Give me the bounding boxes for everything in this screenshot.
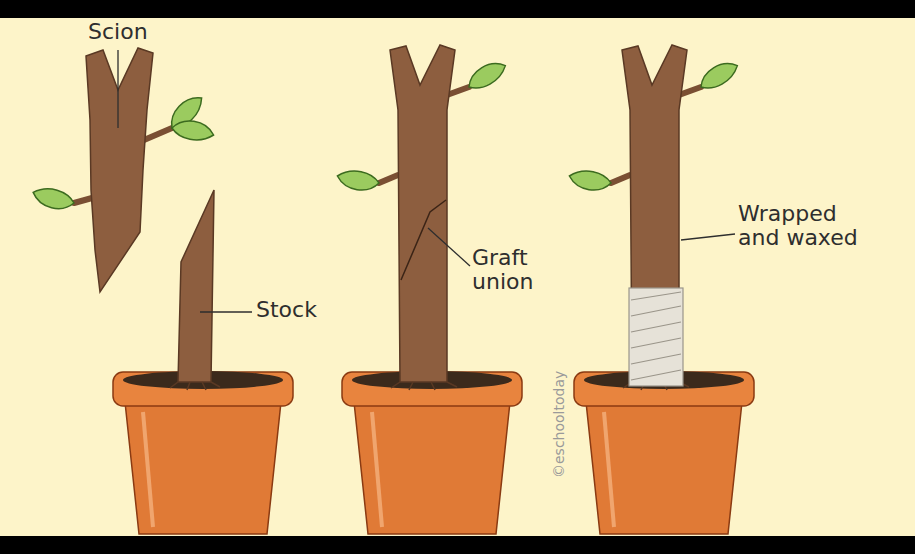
part-label: Scion <box>88 20 178 44</box>
part-label: Stock <box>256 298 346 322</box>
part-label: Wrapped and waxed <box>738 202 868 250</box>
part-label: Graft union <box>472 246 552 294</box>
watermark: ©eschooltoday <box>552 371 567 478</box>
